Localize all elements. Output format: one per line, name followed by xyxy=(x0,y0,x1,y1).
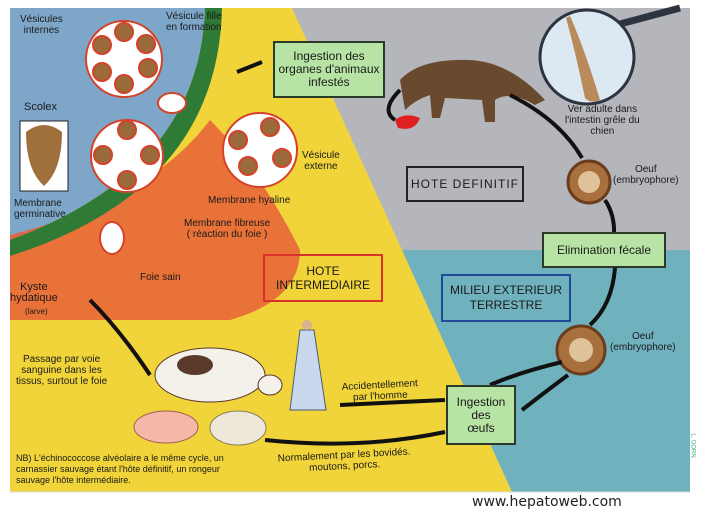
box-elimination-fecale: Elimination fécale xyxy=(542,232,666,268)
box-hote-definitif: HOTE DEFINITIF xyxy=(406,166,524,202)
egg-embryophore xyxy=(555,159,612,376)
liver-tissue xyxy=(10,120,300,320)
label-larve: (larve) xyxy=(25,307,48,316)
man-drawing xyxy=(289,329,327,411)
cow-drawing xyxy=(154,347,283,403)
label-oeuf-2: Oeuf (embryophore) xyxy=(610,331,676,353)
label-accidentellement: Accidentellement par l'homme xyxy=(341,378,419,404)
box-ingestion-organes: Ingestion des organes d'animaux infestés xyxy=(273,41,385,98)
label-kyste-hydatique: Kyste hydatique xyxy=(10,281,58,304)
box-ingestion-oeufs: Ingestion des œufs xyxy=(446,385,516,445)
cycle-arrows xyxy=(88,60,617,446)
label-vesicule-externe: Vésicule externe xyxy=(302,150,340,172)
label-vesicule-fille: Vésicule fille en formation xyxy=(166,11,222,33)
signature: L. DORN xyxy=(689,433,696,458)
sheep-drawing xyxy=(209,410,267,446)
protoscolices xyxy=(92,22,292,190)
label-nb-note: NB) L'échinococcose alvéolaire a le même… xyxy=(16,453,224,485)
box-milieu-exterieur: MILIEU EXTERIEUR TERRESTRE xyxy=(441,274,571,322)
teal-region xyxy=(402,250,690,492)
label-vesicules-internes: Vésicules internes xyxy=(20,14,63,36)
infested-organ xyxy=(395,115,420,129)
label-membrane-germinative: Membrane germinative xyxy=(14,198,66,220)
label-foie-sain: Foie sain xyxy=(140,272,181,283)
footer-website-link[interactable]: www.hepatoweb.com xyxy=(472,494,622,510)
label-passage: Passage par voie sanguine dans les tissu… xyxy=(16,354,108,387)
magnifier-lens xyxy=(538,8,636,106)
label-membrane-hyaline: Membrane hyaline xyxy=(208,195,291,206)
box-hote-intermediaire: HOTE INTERMEDIAIRE xyxy=(263,254,383,302)
membrane-hyaline xyxy=(10,8,222,256)
label-oeuf-1: Oeuf (embryophore) xyxy=(613,164,679,186)
dog-drawing xyxy=(400,59,545,122)
label-membrane-fibreuse: Membrane fibreuse ( réaction du foie ) xyxy=(184,218,271,240)
man-head xyxy=(302,320,312,330)
magnifier-handle xyxy=(619,4,681,28)
label-scolex: Scolex xyxy=(24,101,58,113)
scolex-drawing xyxy=(26,125,62,186)
pig-drawing xyxy=(133,410,199,444)
label-ver-adulte: Ver adulte dans l'intestin grêle du chie… xyxy=(565,104,640,137)
adult-worm xyxy=(566,16,600,102)
